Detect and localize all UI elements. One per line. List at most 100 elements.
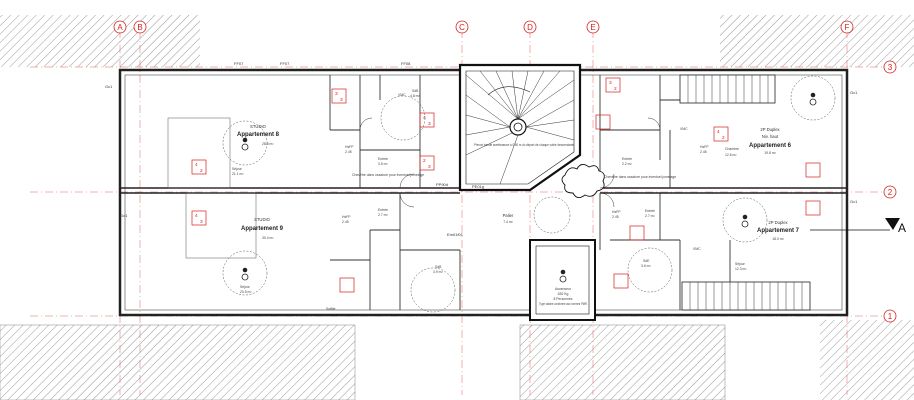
label-gc1-a: Gc1 xyxy=(105,84,113,89)
label-pp90d: PP90d xyxy=(436,182,448,187)
void-apt9 xyxy=(185,192,257,259)
svg-text:2: 2 xyxy=(423,158,426,164)
hsp-value-7: 2.45 xyxy=(612,215,619,219)
room-chambre-6: Chambre xyxy=(725,147,739,151)
room-entree-9-area: 2.7 m² xyxy=(378,213,388,217)
room-palier: Palier xyxy=(503,213,514,218)
apt6-area: 19.8 m² xyxy=(764,151,776,155)
room-sdb-8: SdB xyxy=(412,89,419,93)
duplex-stair-upper xyxy=(679,74,776,104)
hsp-value-9: 2.45 xyxy=(342,220,349,224)
svg-text:2: 2 xyxy=(200,168,203,174)
label-suffite: Soffite xyxy=(326,307,336,311)
room-sejour-9-area: 20.5 m² xyxy=(240,290,252,294)
room-sejour-8-area: 21.1 m² xyxy=(232,172,244,176)
note-chevetre-1: Chevêtre dans ossature pour éventuel jum… xyxy=(352,173,424,177)
room-entree-8: Entrée xyxy=(378,157,388,161)
elevator-note: Type cabine conforme aux normes PMR xyxy=(539,302,587,306)
room-chambre-6-area: 12.6 m² xyxy=(725,153,737,157)
note-chevetre-2: Chevêtre dans ossature pour éventuel jum… xyxy=(604,175,676,179)
svg-text:3: 3 xyxy=(340,97,343,103)
stair-core xyxy=(458,63,582,192)
apt6-level: Niv. haut xyxy=(762,134,779,139)
grid-row-3: 3 xyxy=(883,60,897,74)
hsp-value-6: 2.45 xyxy=(700,150,707,154)
svg-text:F: F xyxy=(845,23,850,32)
elevator-capacity: 630 Kg xyxy=(558,292,569,296)
elevator-shaft xyxy=(529,239,596,321)
svg-text:2: 2 xyxy=(888,188,893,197)
label-ff07-a: FF07 xyxy=(234,61,244,66)
label-gc1-d: Gc1 xyxy=(850,199,858,204)
svg-text:A: A xyxy=(117,23,123,32)
svg-text:3: 3 xyxy=(888,63,893,72)
room-entree-7-area: 2.7 m² xyxy=(645,214,655,218)
hsp-label-9: HsFP xyxy=(342,215,351,219)
hsp-label-7: HsFP xyxy=(612,210,621,214)
room-entree-7: Entrée xyxy=(645,209,655,213)
hsp-label-8: HsFP xyxy=(345,145,354,149)
svg-text:A: A xyxy=(898,221,906,235)
svg-text:3: 3 xyxy=(609,80,612,86)
label-vmc-b: VMC xyxy=(680,127,688,131)
svg-text:1: 1 xyxy=(888,312,893,321)
svg-text:C: C xyxy=(459,23,465,32)
neighbour-top-right xyxy=(720,15,914,67)
apt9-area: 30.4 m² xyxy=(262,236,274,240)
label-vmc-a: VMC xyxy=(398,93,406,97)
svg-text:4: 4 xyxy=(717,129,720,135)
apt8-type: STUDIO xyxy=(250,124,267,129)
grid-col-b: B xyxy=(133,20,147,34)
svg-text:2: 2 xyxy=(614,86,617,92)
apt7-type: 2P Duplex xyxy=(768,220,788,225)
turning-circles xyxy=(222,75,836,313)
svg-text:3: 3 xyxy=(335,91,338,97)
apt7-area: 18.0 m² xyxy=(772,237,784,241)
neighbour-bottom-right xyxy=(820,320,914,400)
apt6-type: 2P Duplex xyxy=(760,127,780,132)
grid-row-2: 2 xyxy=(883,185,897,199)
grid-col-a: A xyxy=(113,20,127,34)
grid-row-1: 1 xyxy=(883,309,897,323)
hsp-label-6: HsFP xyxy=(700,145,709,149)
elevator-title: Ascenseur xyxy=(555,287,572,291)
room-entree-9: Entrée xyxy=(378,208,388,212)
apt8-area: 28.5 m² xyxy=(262,142,274,146)
wheelchair-icon xyxy=(241,92,817,283)
apt7-name: Appartement 7 xyxy=(757,228,800,234)
room-sdb-8-area: 4.8 m² xyxy=(410,94,420,98)
room-sejour-8: Séjour xyxy=(232,167,243,171)
red-tag-group: 3 3 4 3 2 3 4 2 4 3 3 2 4 2 xyxy=(191,77,821,293)
room-entree-8-area: 3.5 m² xyxy=(378,162,388,166)
neighbour-top-left xyxy=(0,15,200,67)
note-stair: Prévoir bande avertisseuse à 0.50 m du d… xyxy=(474,143,574,147)
neighbour-bottom-left xyxy=(0,325,355,400)
grid-col-e: E xyxy=(586,20,600,34)
revision-cloud xyxy=(561,164,605,198)
grid-col-c: C xyxy=(455,20,469,34)
label-gc1-c: Gc1 xyxy=(850,90,858,95)
apt6-name: Appartement 6 xyxy=(749,143,792,149)
room-palier-area: 7.4 m² xyxy=(503,220,513,224)
apt9-name: Appartement 9 xyxy=(241,226,284,232)
svg-text:E: E xyxy=(590,23,595,32)
svg-text:3: 3 xyxy=(428,164,431,170)
apt9-type: STUDIO xyxy=(254,217,271,222)
svg-text:4: 4 xyxy=(195,213,198,219)
room-sdb-9-area: 3.9 m² xyxy=(433,270,443,274)
duplex-stair-lower xyxy=(681,281,811,311)
room-sde-7-area: 3.6 m² xyxy=(641,264,651,268)
room-sejour-7: Séjour xyxy=(735,262,746,266)
svg-text:2: 2 xyxy=(722,135,725,141)
label-ff07-b: FF07 xyxy=(280,61,290,66)
neighbour-bottom-mid xyxy=(520,325,725,400)
room-sejour-7-area: 12.3 m² xyxy=(735,267,747,271)
svg-text:4: 4 xyxy=(195,162,198,168)
apt8-name: Appartement 8 xyxy=(237,132,280,138)
room-entree-6-area: 2.2 m² xyxy=(622,162,632,166)
room-sejour-9: Séjour xyxy=(240,285,251,289)
svg-text:3: 3 xyxy=(428,121,431,127)
void-apt8 xyxy=(167,117,231,189)
label-vmc-c: VMC xyxy=(693,247,701,251)
